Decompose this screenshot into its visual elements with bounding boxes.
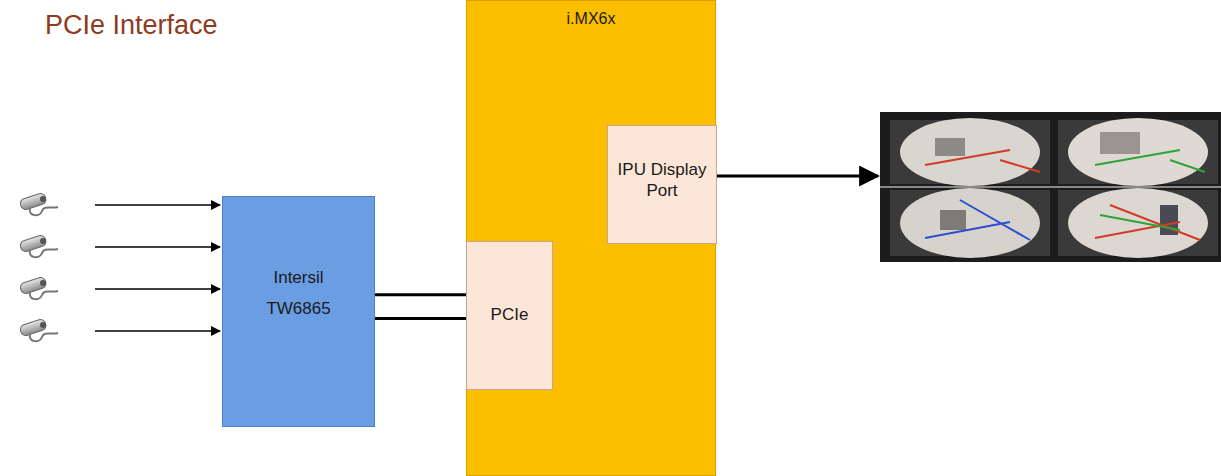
node-label: PCIe — [491, 305, 529, 325]
node-label: IPU Display Port — [616, 160, 708, 201]
display-arrow — [716, 175, 878, 178]
node-label: TW6865 — [266, 299, 330, 319]
camera-icons — [19, 192, 58, 341]
interface-box: PCIe — [466, 241, 553, 390]
soc-box: i.MX6xPCIe IPU Display Port — [466, 0, 716, 476]
bus-line — [375, 317, 466, 320]
display-port-box: IPU Display Port — [607, 125, 717, 244]
node-label: Intersil — [273, 268, 323, 288]
slide-title: PCIe Interface — [45, 10, 218, 41]
bus-line — [375, 293, 466, 296]
node-label: i.MX6x — [567, 9, 616, 28]
camera-arrows — [95, 205, 220, 331]
display-photo — [880, 112, 1221, 262]
chip-box: IntersilTW6865 — [222, 196, 375, 427]
